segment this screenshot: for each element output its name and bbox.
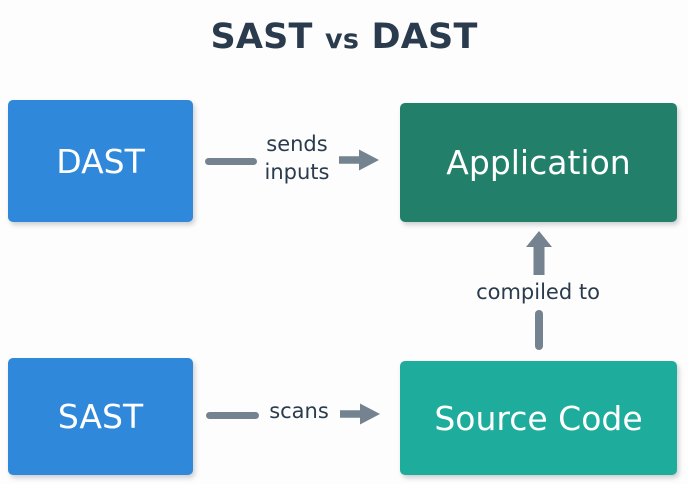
edge-dast-application-line [205, 158, 257, 165]
edge-label-scans: scans [253, 398, 345, 426]
node-dast-label: DAST [56, 141, 145, 181]
edge-sast-source-line [206, 412, 259, 419]
edge-source-application-line [535, 310, 543, 350]
edge-label-scans-line1: scans [269, 399, 329, 423]
title-word-sast: SAST [210, 17, 313, 57]
node-source-code[interactable]: Source Code [400, 361, 677, 475]
edge-label-compiled-to: compiled to [452, 279, 624, 307]
title-word-vs: vs [325, 24, 360, 55]
node-source-code-label: Source Code [434, 398, 643, 438]
edge-label-sends-inputs: sends inputs [238, 131, 356, 186]
page-title: SAST vs DAST [0, 17, 688, 57]
edge-label-compiled-to-line1: compiled to [476, 280, 600, 304]
edge-sast-source-arrowhead-icon [340, 403, 380, 425]
title-word-dast: DAST [371, 17, 478, 57]
edge-dast-application-arrowhead-icon [339, 149, 379, 171]
edge-source-application-arrowhead-icon [526, 231, 552, 275]
node-sast-label: SAST [57, 397, 144, 436]
node-dast[interactable]: DAST [8, 100, 193, 222]
node-sast[interactable]: SAST [8, 358, 193, 475]
edge-label-sends-inputs-line2: inputs [264, 159, 330, 184]
edge-label-sends-inputs-line1: sends [266, 132, 328, 156]
node-application-label: Application [446, 143, 631, 182]
node-application[interactable]: Application [400, 103, 677, 222]
